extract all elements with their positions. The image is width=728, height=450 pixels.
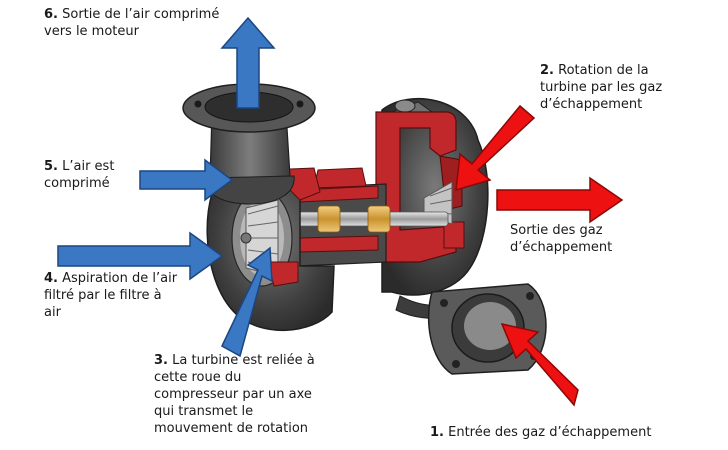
- label-step-3-line-3: compresseur par un axe: [154, 387, 312, 402]
- arrow-exhaust-out: [496, 176, 624, 224]
- label-step-2: 2. Rotation de la turbine par les gaz d’…: [540, 62, 662, 113]
- label-step-4-number: 4.: [44, 271, 58, 286]
- shaft: [251, 205, 449, 233]
- label-step-5: 5. L’air est comprimé: [44, 158, 114, 192]
- label-step-3: 3. La turbine est reliée à cette roue du…: [154, 352, 315, 437]
- label-step-5-line-2: comprimé: [44, 176, 110, 191]
- arrow-air-intake: [57, 231, 224, 281]
- label-step-4: 4. Aspiration de l’air filtré par le fil…: [44, 270, 177, 321]
- label-exhaust-out: Sortie des gaz d’échappement: [510, 222, 612, 256]
- label-step-2-line-1: Rotation de la: [558, 63, 649, 78]
- label-step-2-line-2: turbine par les gaz: [540, 80, 663, 95]
- label-step-5-line-1: L’air est: [62, 159, 115, 174]
- label-step-6-number: 6.: [44, 7, 58, 22]
- label-step-1-line-1: Entrée des gaz d’échappement: [448, 425, 652, 440]
- label-step-4-line-1: Aspiration de l’air: [62, 271, 178, 286]
- arrow-shaft-link: [221, 246, 273, 358]
- arrow-air-compressed: [139, 158, 234, 202]
- arrow-turbine-rotation: [455, 104, 536, 192]
- label-step-3-line-2: cette roue du: [154, 370, 242, 385]
- label-step-5-number: 5.: [44, 159, 58, 174]
- label-step-1: 1. Entrée des gaz d’échappement: [430, 424, 651, 441]
- label-step-3-line-1: La turbine est reliée à: [172, 353, 315, 368]
- label-exhaust-out-line-1: Sortie des gaz: [510, 223, 603, 238]
- label-step-3-number: 3.: [154, 353, 168, 368]
- arrow-exhaust-in: [500, 322, 579, 407]
- label-step-3-line-4: qui transmet le: [154, 404, 254, 419]
- label-exhaust-out-line-2: d’échappement: [510, 240, 613, 255]
- label-step-4-line-3: air: [44, 305, 61, 320]
- label-step-6-line-2: vers le moteur: [44, 24, 139, 39]
- label-step-4-line-2: filtré par le filtre à: [44, 288, 162, 303]
- label-step-3-line-5: mouvement de rotation: [154, 421, 309, 436]
- arrow-compressed-air-out: [220, 16, 276, 109]
- exhaust-inlet-flange: [427, 283, 547, 375]
- label-step-6-line-1: Sortie de l’air comprimé: [62, 7, 220, 22]
- label-step-1-number: 1.: [430, 425, 444, 440]
- label-step-2-line-3: d’échappement: [540, 97, 643, 112]
- label-step-6: 6. Sortie de l’air comprimé vers le mote…: [44, 6, 219, 40]
- label-step-2-number: 2.: [540, 63, 554, 78]
